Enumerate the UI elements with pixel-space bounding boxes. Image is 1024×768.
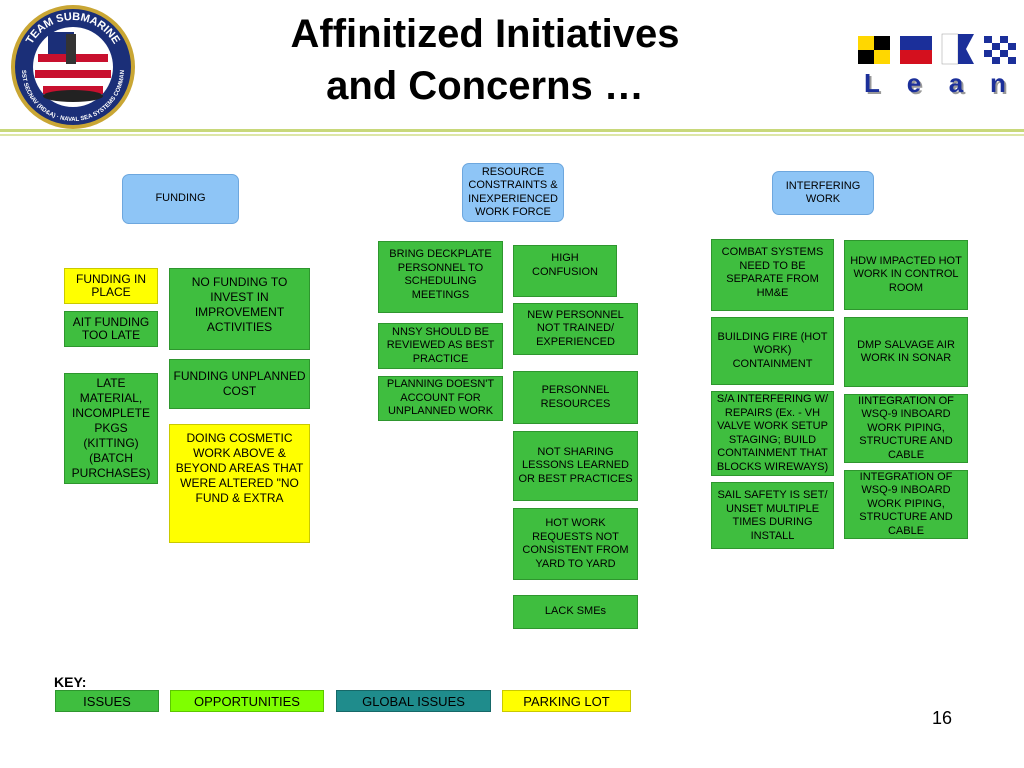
lean-letter-n: n xyxy=(990,68,1006,98)
note-funding-in-place: FUNDING IN PLACE xyxy=(64,268,158,304)
lean-letter-l: L xyxy=(864,68,880,98)
title-divider xyxy=(0,129,1024,132)
note-iintegration-wsq9: IINTEGRATION OF WSQ-9 INBOARD WORK PIPIN… xyxy=(844,394,968,463)
note-planning: PLANNING DOESN'T ACCOUNT FOR UNPLANNED W… xyxy=(378,376,503,421)
title-line-2: and Concerns … xyxy=(326,64,644,108)
lean-flags-logo: L L e e a a n n xyxy=(858,33,1016,100)
note-building-fire: BUILDING FIRE (HOT WORK) CONTAINMENT xyxy=(711,317,834,385)
svg-text:a: a xyxy=(951,70,966,100)
note-sa-interfering: S/A INTERFERING W/ REPAIRS (Ex. - VH VAL… xyxy=(711,391,834,476)
note-not-sharing: NOT SHARING LESSONS LEARNED OR BEST PRAC… xyxy=(513,431,638,501)
svg-text:e: e xyxy=(909,70,923,100)
note-integration-wsq9: INTEGRATION OF WSQ-9 INBOARD WORK PIPING… xyxy=(844,470,968,539)
key-label: KEY: xyxy=(54,674,87,690)
title-divider-secondary xyxy=(0,134,1024,136)
header-resource-constraints: RESOURCE CONSTRAINTS & INEXPERIENCED WOR… xyxy=(462,163,564,222)
key-issues: ISSUES xyxy=(55,690,159,712)
page-number: 16 xyxy=(932,708,953,728)
slide-title: Affinitized Initiatives and Concerns … xyxy=(200,8,770,112)
key-opportunities: OPPORTUNITIES xyxy=(170,690,324,712)
note-new-personnel: NEW PERSONNEL NOT TRAINED/ EXPERIENCED xyxy=(513,303,638,355)
note-deckplate: BRING DECKPLATE PERSONNEL TO SCHEDULING … xyxy=(378,241,503,313)
key-global-issues: GLOBAL ISSUES xyxy=(336,690,491,712)
svg-text:L: L xyxy=(866,70,882,100)
key-parking-lot: PARKING LOT xyxy=(502,690,631,712)
flag-n-icon xyxy=(984,36,1016,64)
lean-letter-a: a xyxy=(949,68,964,98)
flag-a-icon xyxy=(941,33,974,65)
note-hdw-impacted: HDW IMPACTED HOT WORK IN CONTROL ROOM xyxy=(844,240,968,310)
note-combat-systems: COMBAT SYSTEMS NEED TO BE SEPARATE FROM … xyxy=(711,239,834,311)
note-dmp-salvage: DMP SALVAGE AIR WORK IN SONAR xyxy=(844,317,968,387)
flag-l-icon xyxy=(858,36,890,64)
note-cosmetic-work: DOING COSMETIC WORK ABOVE & BEYOND AREAS… xyxy=(169,424,310,543)
svg-text:n: n xyxy=(992,70,1008,100)
header-interfering-work: INTERFERING WORK xyxy=(772,171,874,215)
flag-e-icon xyxy=(900,36,932,64)
team-submarine-logo: TEAM SUBMARINE ASST SECNAV (RD&A) · NAVA… xyxy=(8,4,135,129)
header-funding: FUNDING xyxy=(122,174,239,224)
note-ait-funding: AIT FUNDING TOO LATE xyxy=(64,311,158,347)
note-high-confusion: HIGH CONFUSION xyxy=(513,245,617,297)
title-line-1: Affinitized Initiatives xyxy=(290,12,680,56)
note-late-material: LATE MATERIAL, INCOMPLETE PKGS (KITTING)… xyxy=(64,373,158,484)
lean-letter-e: e xyxy=(907,68,921,98)
note-no-funding: NO FUNDING TO INVEST IN IMPROVEMENT ACTI… xyxy=(169,268,310,350)
note-lack-smes: LACK SMEs xyxy=(513,595,638,629)
note-sail-safety: SAIL SAFETY IS SET/ UNSET MULTIPLE TIMES… xyxy=(711,482,834,549)
note-personnel-resources: PERSONNEL RESOURCES xyxy=(513,371,638,424)
note-funding-unplanned: FUNDING UNPLANNED COST xyxy=(169,359,310,409)
note-nnsy: NNSY SHOULD BE REVIEWED AS BEST PRACTICE xyxy=(378,323,503,369)
note-hot-work-requests: HOT WORK REQUESTS NOT CONSISTENT FROM YA… xyxy=(513,508,638,580)
